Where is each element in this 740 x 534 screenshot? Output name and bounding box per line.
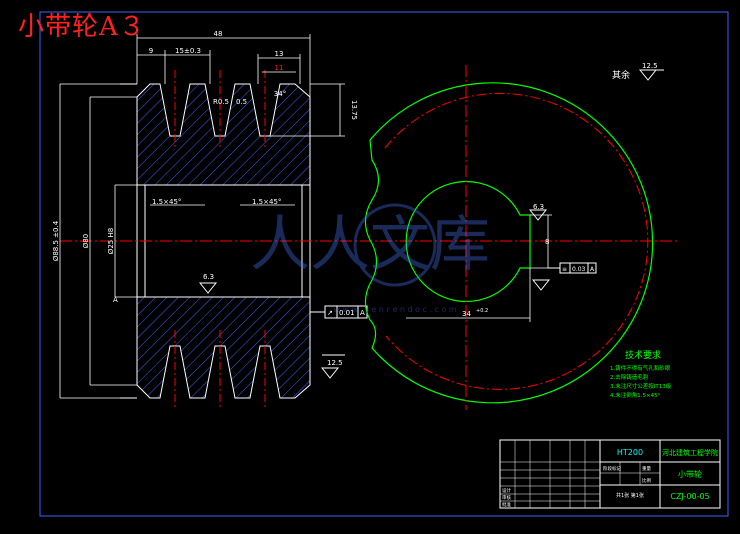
chamfer-left-label: 1.5×45° bbox=[152, 198, 181, 206]
datum-a-marker: A bbox=[113, 296, 118, 304]
front-dimensions bbox=[59, 34, 345, 399]
drawing-number: CZJ-00-05 bbox=[670, 492, 709, 501]
other-roughness-symbol bbox=[638, 69, 658, 81]
tech-requirements: 技术要求 1.铸件不得有气孔和砂眼 2.去除铸造毛刺 3.未注尺寸公差按IT13… bbox=[610, 349, 672, 399]
approve-label: 批准 bbox=[502, 501, 511, 508]
symmetry-tolerance-frame: ≡ 0.03 A bbox=[548, 262, 597, 274]
roughness-symbol-key bbox=[528, 209, 548, 221]
surface-key-value: 6.3 bbox=[533, 203, 544, 211]
drawing-title: 小带轮A３ bbox=[18, 12, 146, 42]
title-block: HT200 河北建筑工程学院 小带轮 CZJ-00-05 共1张 第1张 阶段标… bbox=[499, 439, 721, 509]
dim-groove-depth: 13.75 bbox=[350, 100, 358, 120]
roughness-symbol-groove bbox=[320, 367, 340, 379]
tech-req-item: 3.未注尺寸公差按IT13级 bbox=[610, 382, 672, 390]
watermark-text: 人人文库 bbox=[250, 210, 490, 280]
stage-mark: 阶段标记 bbox=[603, 465, 621, 472]
symmetry-datum: A bbox=[590, 266, 595, 273]
scale-label: 比例 bbox=[642, 477, 651, 484]
runout-datum: A bbox=[360, 309, 365, 317]
dim-groove-angle: 34° bbox=[274, 90, 286, 98]
material: HT200 bbox=[617, 448, 643, 457]
runout-value: 0.01 bbox=[339, 309, 355, 317]
symmetry-value: 0.03 bbox=[572, 266, 586, 273]
chamfer-right-label: 1.5×45° bbox=[252, 198, 281, 206]
bore-circle-keyway bbox=[405, 180, 531, 303]
keyway-width: 8 bbox=[545, 238, 549, 246]
surface-groove-value: 12.5 bbox=[327, 359, 343, 367]
checker-label: 审核 bbox=[502, 494, 511, 501]
lower-rim-section bbox=[136, 296, 311, 399]
dim-groove-top: 13 bbox=[275, 50, 284, 58]
border-frame bbox=[39, 11, 729, 517]
roughness-symbol-bore bbox=[198, 282, 218, 294]
tech-req-item: 1.铸件不得有气孔和砂眼 bbox=[610, 364, 671, 372]
sheet-info: 共1张 第1张 bbox=[616, 492, 644, 499]
tech-req-item: 4.未注倒角1.5×45° bbox=[610, 391, 661, 399]
dim-hub-dia: Ø80 bbox=[82, 234, 90, 248]
school-name: 河北建筑工程学院 bbox=[662, 448, 718, 457]
dim-left-offset: 9 bbox=[149, 47, 153, 55]
watermark-url: w w w . r e n r e n d o c . c o m bbox=[333, 305, 457, 314]
part-name: 小带轮 bbox=[678, 469, 702, 479]
other-roughness-label: 其余 bbox=[612, 69, 630, 81]
weight-label: 重量 bbox=[642, 465, 651, 472]
dim-groove-fillet: 0.5 bbox=[236, 98, 247, 106]
dim-outer-dia: Ø88.5 ±0.4 bbox=[52, 220, 60, 261]
dim-groove-pitch: 15±0.3 bbox=[175, 47, 201, 55]
runout-symbol: ↗ bbox=[327, 309, 333, 317]
other-roughness-value: 12.5 bbox=[642, 62, 658, 70]
watermark: 人人文库 w w w . r e n r e n d o c . c o m bbox=[250, 203, 490, 314]
surface-bore-value: 6.3 bbox=[203, 273, 214, 281]
symmetry-symbol: ≡ bbox=[562, 266, 567, 273]
keyway-depth-tol: +0.2 bbox=[476, 308, 488, 314]
tech-req-heading: 技术要求 bbox=[625, 349, 661, 361]
side-view: 8 34 +0.2 6.3 ≡ 0.03 A 其余 12.5 bbox=[364, 62, 664, 410]
roughness-symbol-side bbox=[531, 279, 551, 291]
dim-groove-inner: 11 bbox=[275, 64, 284, 72]
dim-groove-r: R0.5 bbox=[213, 98, 229, 106]
dim-overall-width: 48 bbox=[214, 30, 223, 38]
dim-bore-dia: Ø25 H8 bbox=[107, 228, 115, 254]
tech-req-item: 2.去除铸造毛刺 bbox=[610, 373, 649, 381]
keyway-depth: 34 bbox=[462, 310, 471, 318]
outer-rim-circle bbox=[364, 82, 654, 404]
designer-label: 设计 bbox=[502, 487, 511, 494]
front-dim-texts: 48 9 15±0.3 13 11 34° R0.5 0.5 13.75 Ø88… bbox=[52, 30, 358, 367]
pitch-circle bbox=[384, 92, 649, 390]
